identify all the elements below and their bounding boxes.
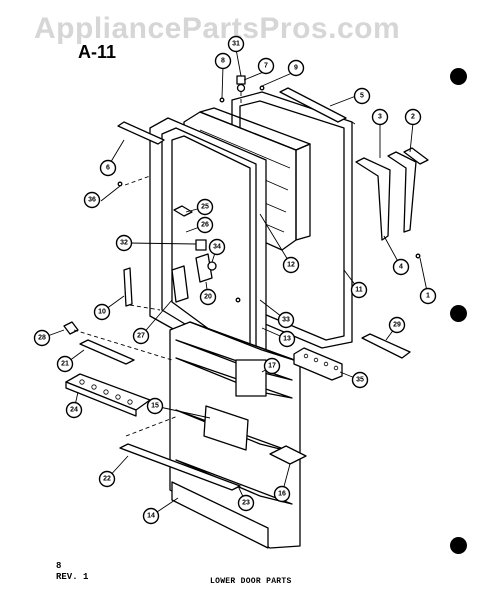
assembly-guide-lines <box>73 92 242 437</box>
svg-text:10: 10 <box>98 309 106 316</box>
callout-2: 2 <box>404 108 422 126</box>
punch-hole-middle <box>450 305 467 322</box>
svg-text:27: 27 <box>137 333 145 340</box>
svg-text:11: 11 <box>355 287 363 294</box>
svg-text:25: 25 <box>201 204 209 211</box>
svg-text:7: 7 <box>264 63 268 70</box>
svg-text:15: 15 <box>151 403 159 410</box>
svg-text:4: 4 <box>399 264 403 271</box>
svg-text:3: 3 <box>378 114 382 121</box>
callout-11: 11 <box>350 281 368 299</box>
callout-5: 5 <box>353 87 371 105</box>
svg-text:2: 2 <box>411 114 415 121</box>
svg-text:5: 5 <box>360 93 364 100</box>
callout-9: 9 <box>287 59 305 77</box>
callout-17: 17 <box>263 357 281 375</box>
callout-25: 25 <box>196 198 214 216</box>
screws <box>117 75 421 303</box>
svg-text:8: 8 <box>221 58 225 65</box>
punch-hole-bottom <box>450 537 467 554</box>
callout-12: 12 <box>282 256 300 274</box>
svg-text:34: 34 <box>213 244 221 251</box>
svg-text:32: 32 <box>120 240 128 247</box>
callout-22: 22 <box>98 470 116 488</box>
svg-text:24: 24 <box>70 407 78 414</box>
page-number: 8 <box>56 561 62 571</box>
callout-7: 7 <box>257 57 275 75</box>
callout-26: 26 <box>196 216 214 234</box>
callout-37: 33 <box>277 311 295 329</box>
callout-31: 31 <box>227 35 245 53</box>
lower-shelf-cabinet <box>169 321 301 549</box>
hinge-cap <box>269 445 307 465</box>
callout-27: 27 <box>132 327 150 345</box>
callout-32: 32 <box>115 234 133 252</box>
svg-text:21: 21 <box>61 361 69 368</box>
svg-text:13: 13 <box>283 336 291 343</box>
callout-28: 28 <box>33 329 51 347</box>
shelf-clip <box>63 321 79 335</box>
svg-text:23: 23 <box>242 500 250 507</box>
callout-34a: 34 <box>208 238 226 256</box>
svg-text:20: 20 <box>204 294 212 301</box>
callout-24: 24 <box>65 401 83 419</box>
diagram-caption: LOWER DOOR PARTS <box>210 577 292 586</box>
svg-text:9: 9 <box>294 65 298 72</box>
callout-15: 15 <box>146 397 164 415</box>
bottom-trim <box>361 333 411 359</box>
callout-21: 21 <box>56 355 74 373</box>
svg-text:33: 33 <box>282 317 290 324</box>
callout-14: 14 <box>142 507 160 525</box>
callout-23: 23 <box>237 494 255 512</box>
callout-8: 8 <box>214 52 232 70</box>
svg-text:31: 31 <box>232 41 240 48</box>
callout-4: 4 <box>392 258 410 276</box>
svg-text:1: 1 <box>426 293 430 300</box>
svg-text:22: 22 <box>103 476 111 483</box>
svg-text:16: 16 <box>278 491 286 498</box>
section-code: A-11 <box>78 42 117 62</box>
revision-label: REV. 1 <box>56 572 89 582</box>
bottom-bar <box>119 443 241 491</box>
callout-3: 3 <box>371 108 389 126</box>
shelf-rail <box>79 339 135 365</box>
punch-hole-top <box>450 68 467 85</box>
callout-10: 10 <box>93 303 111 321</box>
top-trim <box>279 87 347 123</box>
callout-36: 36 <box>83 191 101 209</box>
butter-compartment <box>293 347 343 381</box>
callout-13: 13 <box>278 330 296 348</box>
svg-text:17: 17 <box>268 363 276 370</box>
callout-35: 35 <box>351 371 369 389</box>
svg-text:12: 12 <box>287 262 295 269</box>
callout-16: 16 <box>273 485 291 503</box>
callout-6a: 6 <box>99 159 117 177</box>
side-trim-top <box>117 121 165 145</box>
svg-text:36: 36 <box>88 197 96 204</box>
svg-text:14: 14 <box>147 513 155 520</box>
gasket-strip <box>123 267 133 307</box>
svg-text:26: 26 <box>201 222 209 229</box>
callout-20: 20 <box>199 288 217 306</box>
svg-text:29: 29 <box>393 322 401 329</box>
callout-1: 1 <box>419 287 437 305</box>
callout-29: 29 <box>388 316 406 334</box>
hinge-brackets <box>355 147 429 241</box>
watermark: AppliancePartsPros.com <box>34 12 401 45</box>
svg-text:35: 35 <box>356 377 364 384</box>
svg-text:28: 28 <box>38 335 46 342</box>
svg-text:6: 6 <box>106 165 110 172</box>
